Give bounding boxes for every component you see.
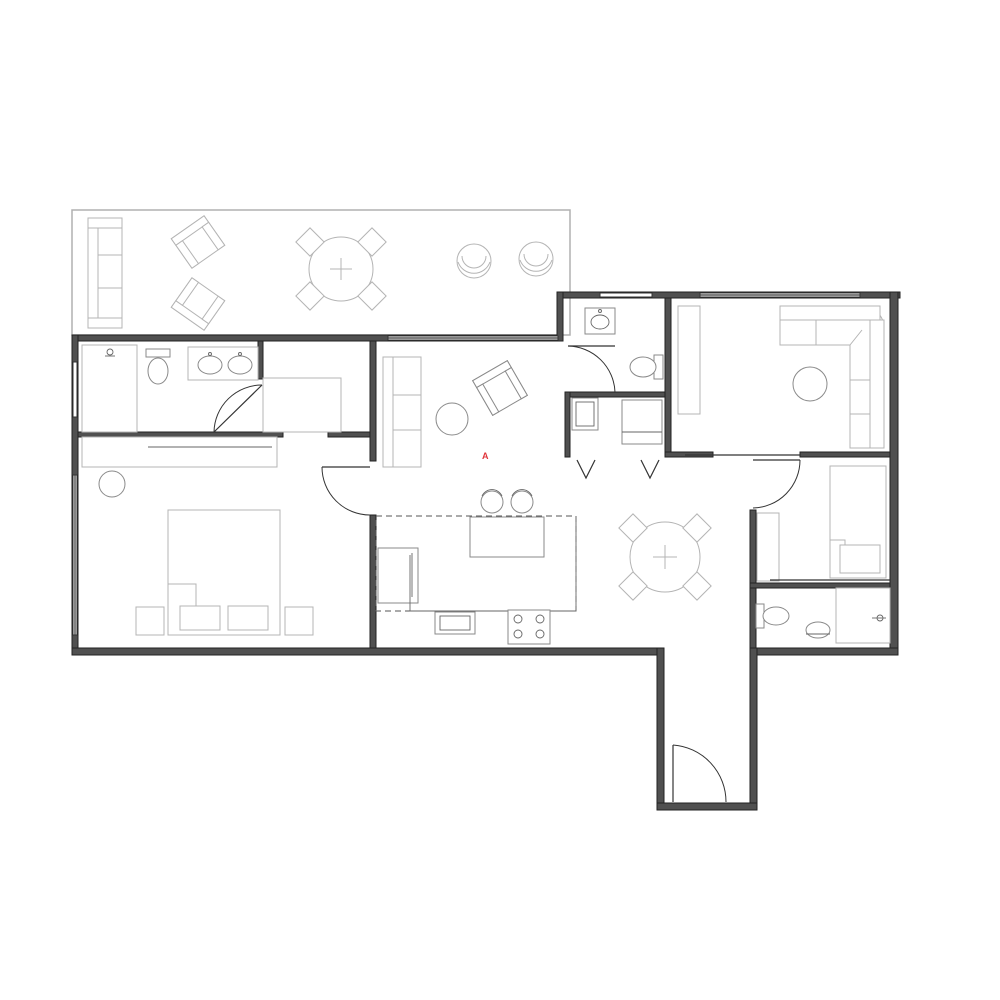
powder-room (584, 307, 664, 380)
bedroom-2-dresser (756, 512, 780, 582)
sink-icon (805, 621, 831, 639)
master-bathroom (81, 344, 342, 433)
den-cabinet (677, 305, 701, 415)
terrace-lounge-chair (170, 277, 226, 331)
stove-icon (507, 609, 551, 645)
sink-icon (584, 307, 616, 335)
dining-area (618, 513, 712, 601)
coffee-table-icon (792, 366, 828, 402)
bed-icon (829, 465, 887, 579)
toilet-icon (145, 348, 171, 385)
shower-head-icon (106, 348, 114, 356)
double-sink-icon (197, 352, 253, 375)
terrace-round-chair (518, 241, 554, 277)
chair-icon (98, 470, 126, 498)
coffee-table-icon (435, 402, 469, 436)
kitchen-sink-icon (434, 611, 476, 635)
second-bathroom (755, 587, 891, 644)
master-bedroom (81, 436, 314, 636)
toilet-icon (755, 603, 790, 629)
bar-stools (480, 489, 534, 514)
sofa-icon (382, 356, 422, 468)
living-room: A (382, 356, 529, 468)
refrigerator-icon (377, 547, 419, 604)
doors (213, 345, 801, 803)
windows (72, 292, 861, 636)
den (677, 305, 885, 449)
laundry (571, 397, 663, 445)
entry-corridor (664, 655, 750, 803)
kitchen-island (469, 516, 545, 558)
terrace-sofa (87, 217, 123, 329)
armchair-icon (471, 359, 529, 417)
toilet-icon (629, 354, 664, 380)
unit-marker: A (482, 451, 489, 461)
bed-icon (135, 509, 314, 636)
second-bedroom (756, 465, 890, 582)
sectional-sofa-icon (779, 305, 885, 449)
terrace (71, 209, 571, 336)
terrace-dining-table (295, 227, 387, 311)
terrace-round-chair (456, 243, 492, 279)
dryer-icon (621, 399, 663, 445)
terrace-lounge-chair (170, 215, 226, 269)
kitchen (375, 489, 577, 645)
